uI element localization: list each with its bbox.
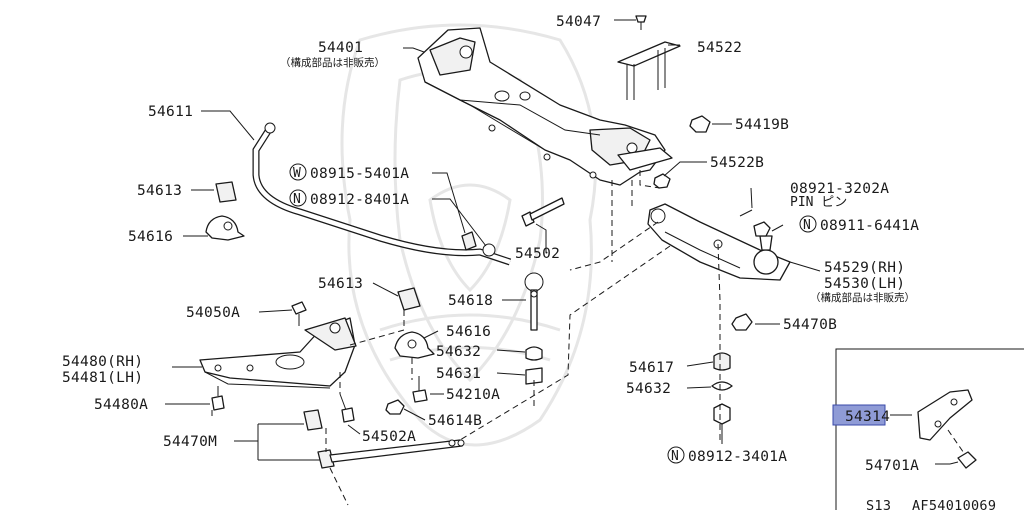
note-pin: PIN ピン bbox=[790, 195, 847, 210]
bracket-54480[interactable] bbox=[199, 317, 357, 389]
bushing-54613-upper[interactable] bbox=[215, 181, 237, 203]
label-54047[interactable]: 54047 bbox=[556, 14, 601, 30]
label-54480-rh[interactable]: 54480(RH) bbox=[62, 354, 143, 370]
ball-joint[interactable] bbox=[753, 221, 779, 275]
washer-08915[interactable] bbox=[461, 231, 477, 251]
label-54419B[interactable]: 54419B bbox=[735, 117, 789, 133]
label-54210A[interactable]: 54210A bbox=[446, 387, 500, 403]
label-08911-6441A[interactable]: N 08911-6441A bbox=[799, 215, 919, 234]
part-labels: 54047 54522 54401 （構成部品は非販売） 54611 54419… bbox=[62, 14, 919, 465]
label-08912-8401A[interactable]: N 08912-8401A bbox=[289, 189, 409, 208]
label-08915-5401A[interactable]: W 08915-5401A bbox=[289, 163, 409, 182]
nut-08912-3401A[interactable] bbox=[713, 403, 731, 425]
note-54530: （構成部品は非販売） bbox=[810, 291, 915, 304]
label-54314-highlight[interactable] bbox=[832, 404, 886, 426]
label-54530-lh[interactable]: 54530(LH) bbox=[824, 276, 905, 292]
nut-marker-3: N bbox=[671, 449, 679, 464]
nut-54470B[interactable] bbox=[731, 313, 753, 331]
label-54470M[interactable]: 54470M bbox=[163, 434, 217, 450]
footer-code: AF54010069 bbox=[912, 498, 996, 510]
bolt-54047[interactable] bbox=[635, 15, 647, 30]
label-54617[interactable]: 54617 bbox=[629, 360, 674, 376]
label-54613-lower[interactable]: 54613 bbox=[318, 276, 363, 292]
label-54502[interactable]: 54502 bbox=[515, 246, 560, 262]
bushing-54631[interactable] bbox=[525, 367, 543, 385]
bushing-54617[interactable] bbox=[713, 352, 731, 371]
bolt-54701A[interactable] bbox=[949, 451, 977, 469]
bolt-54050A[interactable] bbox=[291, 301, 307, 326]
stabilizer-bar-54611[interactable] bbox=[252, 122, 512, 266]
label-54481-lh[interactable]: 54481(LH) bbox=[62, 370, 143, 386]
washer-marker: W bbox=[293, 166, 301, 181]
label-54631[interactable]: 54631 bbox=[436, 366, 481, 382]
label-54314[interactable]: 54314 bbox=[845, 409, 890, 425]
nut-marker-2: N bbox=[803, 218, 811, 233]
inset-panel: 54314 54701A S13 AF54010069 bbox=[832, 348, 1024, 510]
bushing-54613-lower[interactable] bbox=[397, 287, 421, 311]
nut-marker: N bbox=[293, 192, 301, 207]
bracket-54314[interactable] bbox=[917, 389, 973, 441]
label-54614B[interactable]: 54614B bbox=[428, 413, 482, 429]
label-54613-upper[interactable]: 54613 bbox=[137, 183, 182, 199]
label-54701A[interactable]: 54701A bbox=[865, 458, 919, 474]
nut-54522B[interactable] bbox=[653, 173, 671, 189]
label-54632-upper[interactable]: 54632 bbox=[436, 344, 481, 360]
label-54529-rh[interactable]: 54529(RH) bbox=[824, 260, 905, 276]
label-54401[interactable]: 54401 bbox=[318, 40, 363, 56]
label-54616-upper[interactable]: 54616 bbox=[128, 229, 173, 245]
bracket-54522[interactable] bbox=[617, 41, 681, 100]
label-54522[interactable]: 54522 bbox=[697, 40, 742, 56]
label-54502A[interactable]: 54502A bbox=[362, 429, 416, 445]
bolt-54480A[interactable] bbox=[211, 386, 225, 411]
nut-54419B[interactable] bbox=[689, 115, 711, 133]
text-08915-5401A: 08915-5401A bbox=[310, 166, 409, 182]
label-54470B[interactable]: 54470B bbox=[783, 317, 837, 333]
label-08921-3202A[interactable]: 08921-3202A bbox=[790, 181, 889, 197]
label-08912-3401A[interactable]: N 08912-3401A bbox=[667, 446, 787, 465]
clamp-54616-upper[interactable] bbox=[205, 215, 245, 241]
label-54611[interactable]: 54611 bbox=[148, 104, 193, 120]
label-54522B[interactable]: 54522B bbox=[710, 155, 764, 171]
bolt-54502[interactable] bbox=[521, 197, 565, 227]
stabilizer-link-54618[interactable] bbox=[524, 272, 544, 331]
nut-54614B[interactable] bbox=[385, 399, 405, 415]
footer-model: S13 bbox=[866, 498, 891, 510]
bolt-54210A[interactable] bbox=[412, 376, 428, 403]
label-54050A[interactable]: 54050A bbox=[186, 305, 240, 321]
assembly-guide-lines bbox=[211, 170, 721, 506]
label-54616-lower[interactable]: 54616 bbox=[446, 324, 491, 340]
washer-54632[interactable] bbox=[711, 381, 733, 391]
clamp-54616-lower[interactable] bbox=[394, 331, 435, 359]
bolt-54502A[interactable] bbox=[339, 393, 355, 423]
nut-08912-8401A[interactable] bbox=[482, 243, 496, 257]
bushing-54632-upper[interactable] bbox=[525, 346, 543, 361]
text-08912-8401A: 08912-8401A bbox=[310, 192, 409, 208]
leader-lines bbox=[165, 19, 821, 461]
bracket-54522B[interactable] bbox=[617, 147, 673, 171]
cotter-pin-08921[interactable] bbox=[739, 209, 753, 217]
text-08912-3401A: 08912-3401A bbox=[688, 449, 787, 465]
label-54632-lower[interactable]: 54632 bbox=[626, 381, 671, 397]
label-54618[interactable]: 54618 bbox=[448, 293, 493, 309]
label-54480A[interactable]: 54480A bbox=[94, 397, 148, 413]
note-54401: （構成部品は非販売） bbox=[280, 56, 385, 69]
text-08911-6441A: 08911-6441A bbox=[820, 218, 919, 234]
